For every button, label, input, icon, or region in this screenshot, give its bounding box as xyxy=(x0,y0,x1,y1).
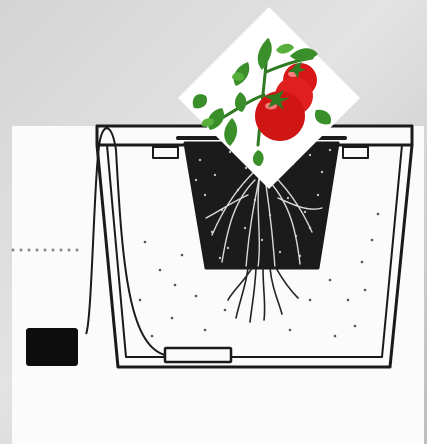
air-stone-icon xyxy=(165,348,231,362)
air-tube xyxy=(86,128,165,355)
roots xyxy=(228,268,298,322)
water-level-marker xyxy=(12,249,79,252)
air-pump-icon xyxy=(26,328,78,366)
